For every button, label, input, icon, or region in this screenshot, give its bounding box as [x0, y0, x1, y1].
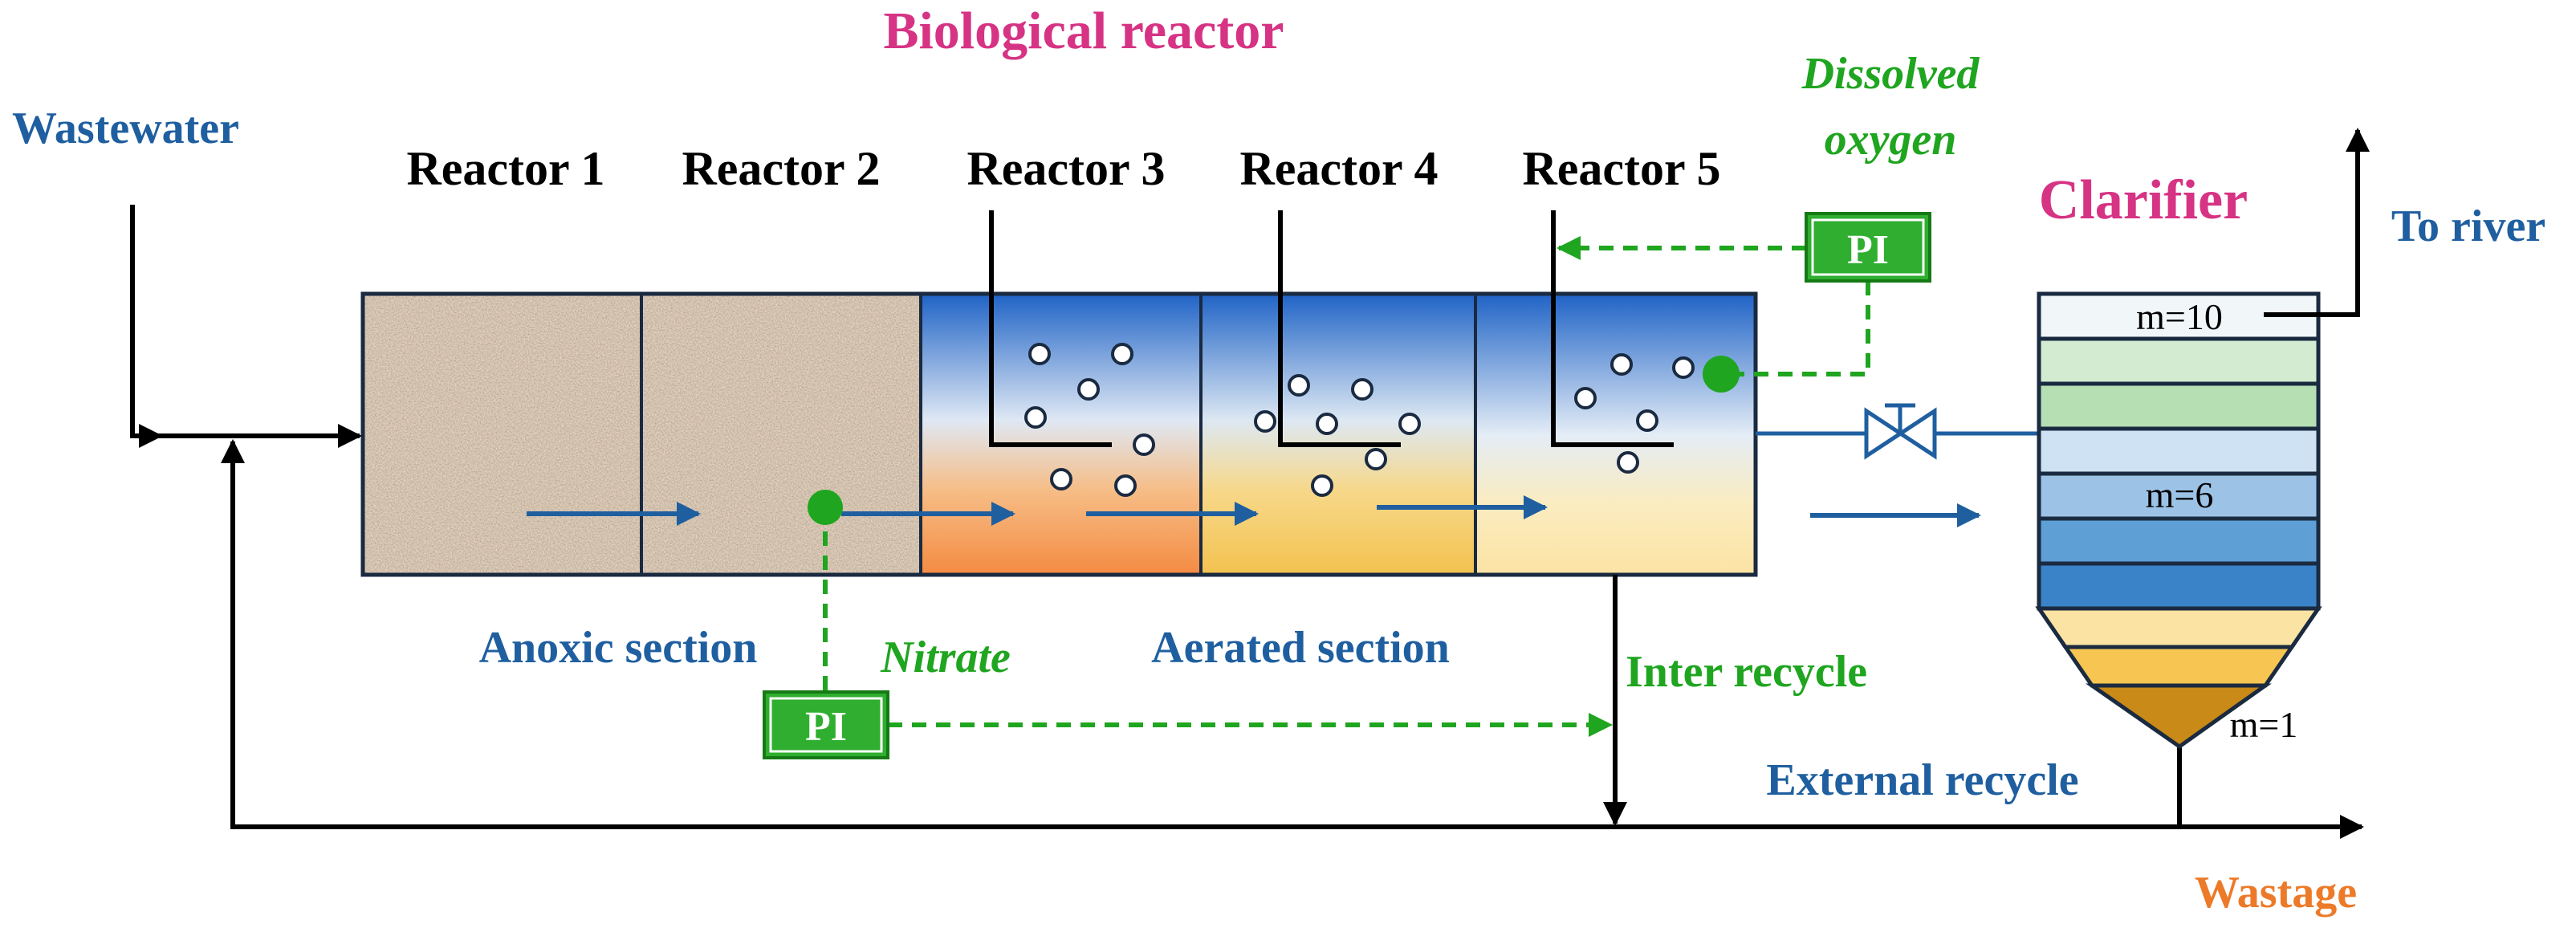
clarifier-title: Clarifier — [2039, 169, 2248, 231]
aerator-pipes — [989, 210, 1674, 447]
layer-m10-label: m=10 — [2136, 296, 2223, 337]
dissolved-oxygen-label-line-1: Dissolved — [1801, 49, 1980, 99]
wastage-label: Wastage — [2195, 868, 2357, 918]
to-river-label: To river — [2391, 201, 2545, 251]
valve-icon — [1864, 403, 1937, 460]
reactor-tank — [360, 291, 1758, 577]
diagram-title: Biological reactor — [883, 2, 1284, 60]
do-pi-controller: PI — [1805, 212, 1931, 283]
reactor-1-label: Reactor 1 — [406, 142, 604, 195]
aerated-section-label: Aerated section — [1151, 623, 1450, 673]
dissolved-oxygen-label-line-2: oxygen — [1825, 115, 1957, 165]
do-sensor-icon — [1703, 356, 1740, 393]
air-bubbles — [1024, 343, 1695, 497]
influent-line — [130, 205, 362, 448]
nitrate-pi-label: PI — [805, 704, 847, 750]
reactor-2-label: Reactor 2 — [682, 142, 880, 195]
to-river-line — [2264, 128, 2370, 317]
reactor-3-body — [921, 294, 1201, 575]
reactor-5-label: Reactor 5 — [1522, 142, 1720, 195]
reactor-1-body — [363, 294, 641, 575]
do-control-loop — [1557, 236, 1870, 393]
nitrate-label: Nitrate — [880, 633, 1011, 682]
nitrate-sensor-icon — [808, 490, 843, 525]
nitrate-pi-controller: PI — [763, 690, 889, 759]
anoxic-section-label: Anoxic section — [479, 623, 758, 673]
nitrate-control-loop — [808, 490, 1613, 737]
layer-m1-label: m=1 — [2230, 704, 2298, 745]
reactor-4-body — [1201, 294, 1475, 575]
reactor-5-body — [1475, 294, 1756, 575]
do-pi-label: PI — [1847, 227, 1889, 273]
reactor-4-label: Reactor 4 — [1239, 142, 1438, 195]
clarifier — [2035, 291, 2322, 750]
wastewater-label: Wastewater — [12, 104, 239, 153]
reactor-2-body — [641, 294, 921, 575]
layer-m6-label: m=6 — [2146, 474, 2214, 515]
external-recycle-line — [221, 439, 2364, 839]
inter-recycle-label: Inter recycle — [1626, 647, 1867, 697]
internal-flow-arrows — [527, 495, 1981, 527]
reactor-3-label: Reactor 3 — [967, 142, 1165, 195]
external-recycle-label: External recycle — [1766, 755, 2078, 805]
